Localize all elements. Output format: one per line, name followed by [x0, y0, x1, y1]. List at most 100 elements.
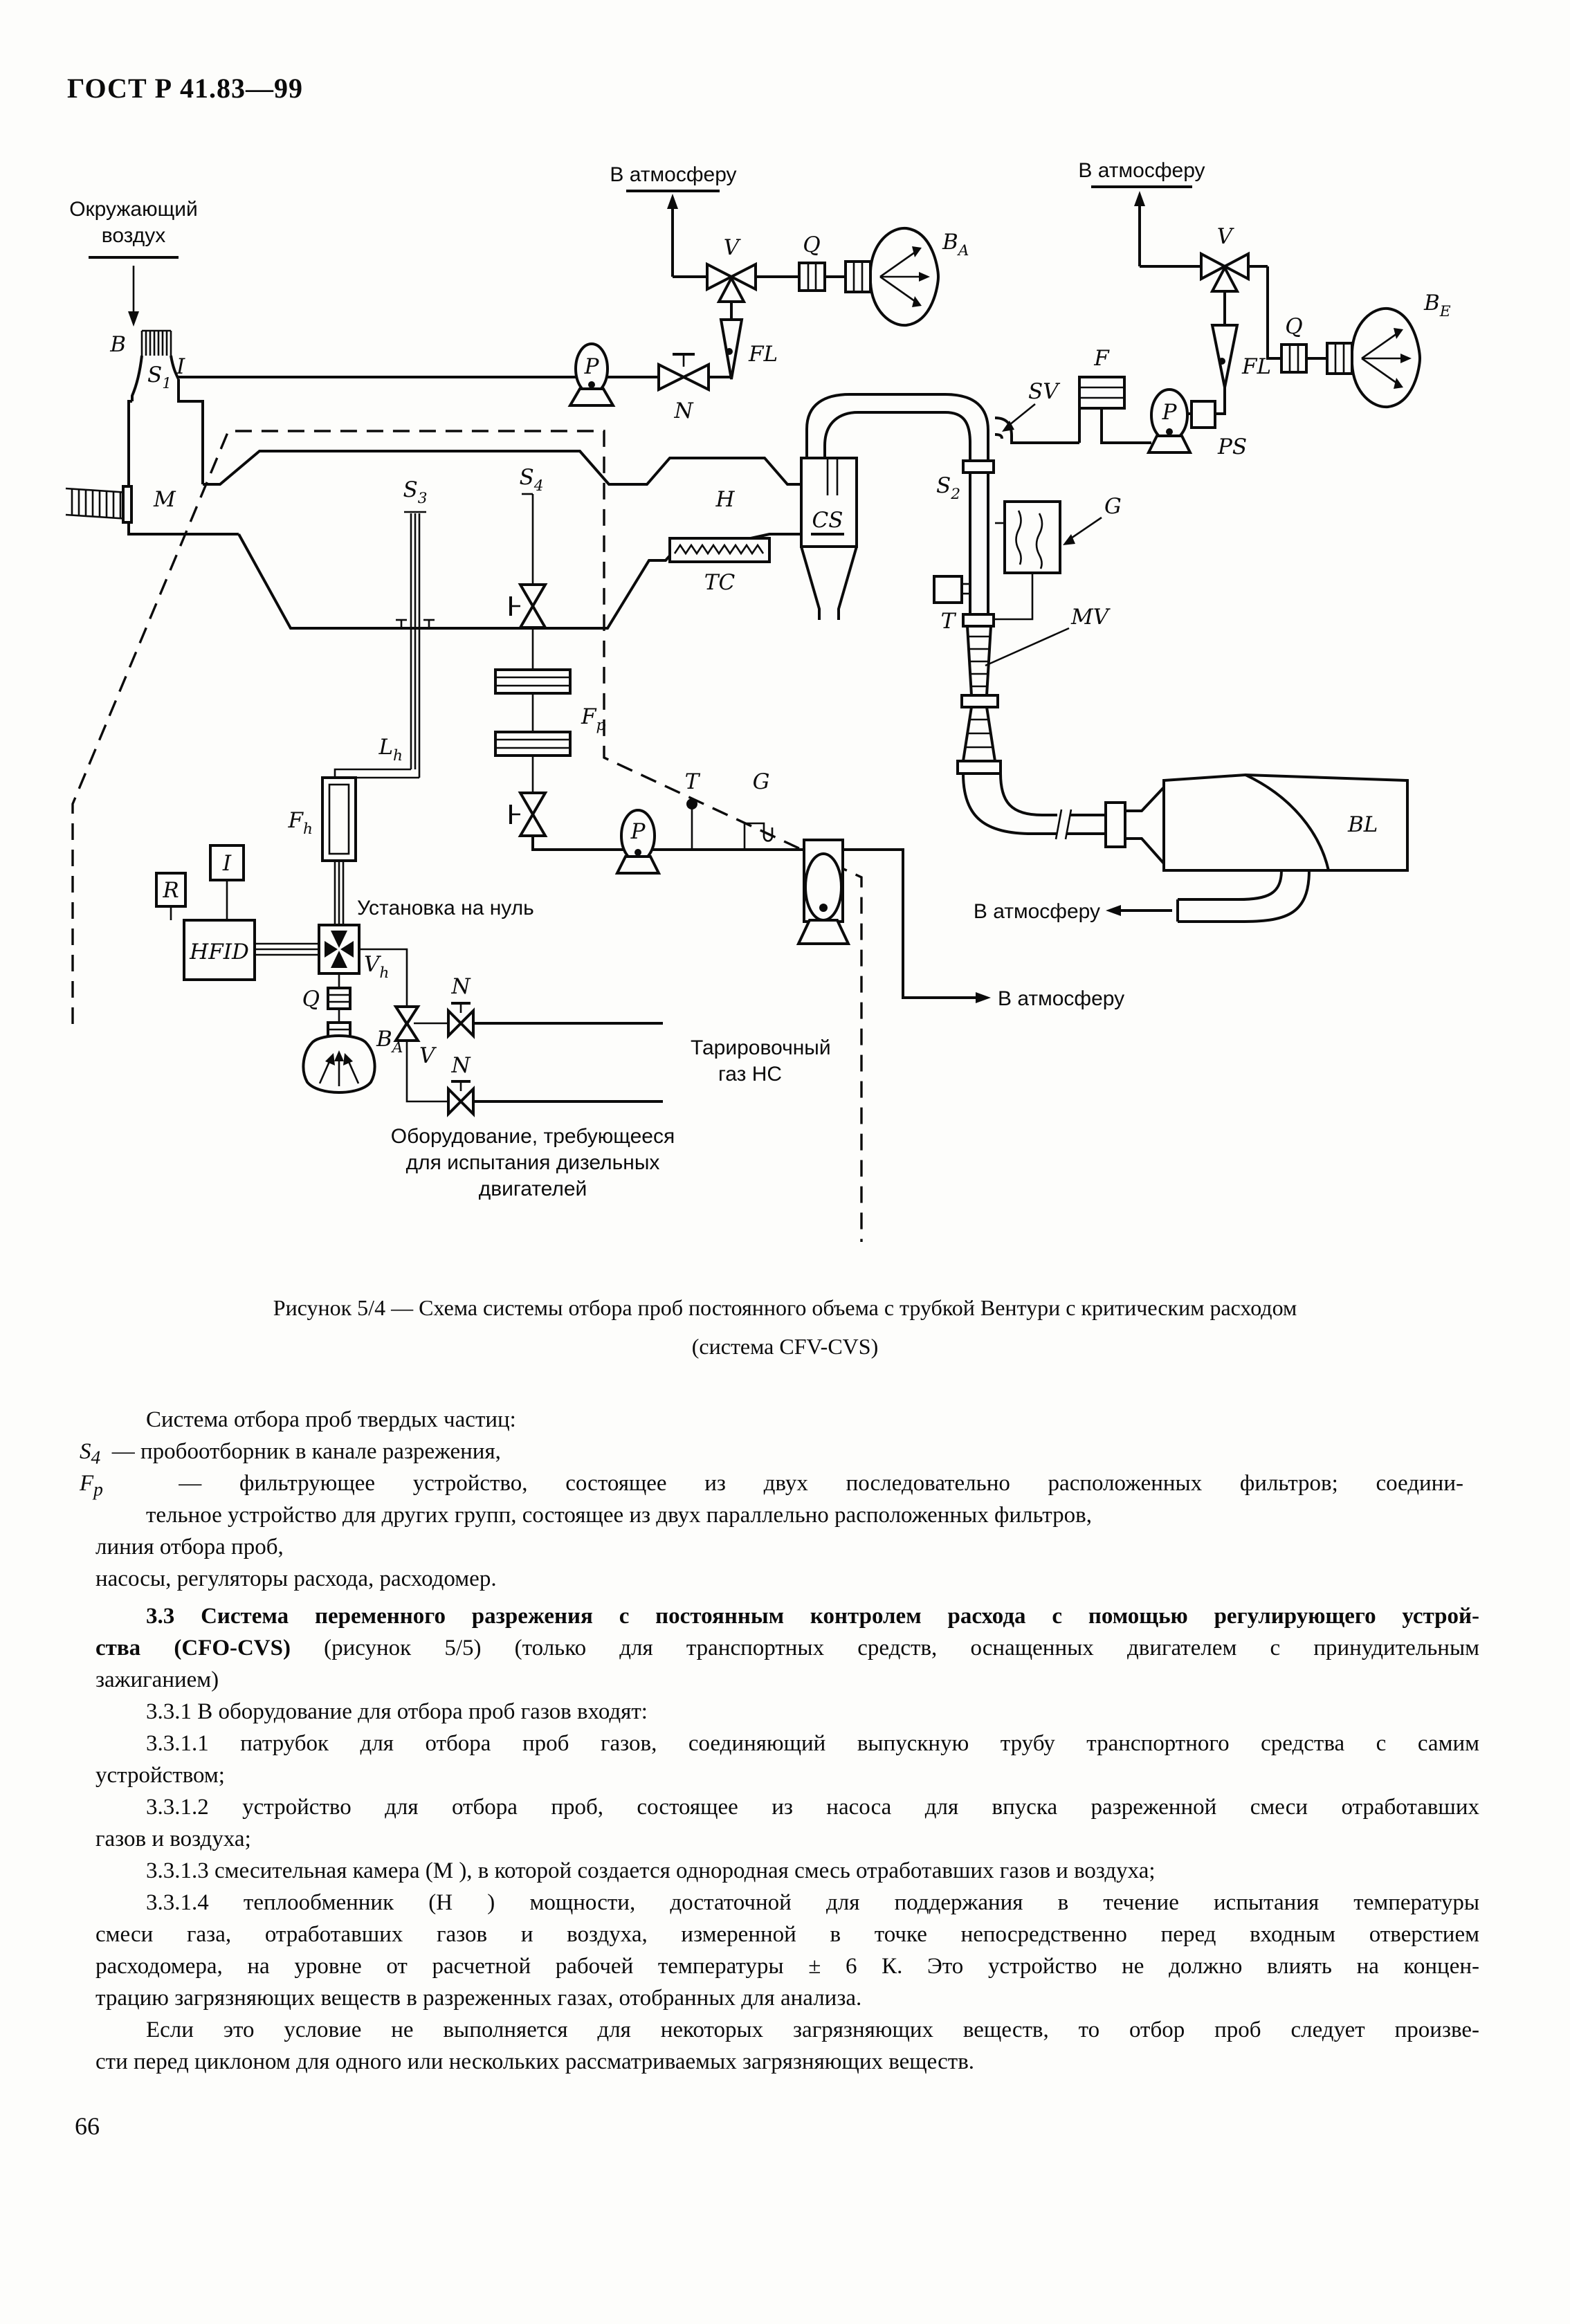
standard-number: ГОСТ Р 41.83—99	[67, 73, 304, 104]
label-Q2: Q	[1285, 314, 1302, 339]
label-S4: S4	[519, 465, 543, 495]
dilution-tunnel: H TC	[203, 450, 801, 630]
body-line: 3.3.1.4 теплообменник (Н ) мощности, дос…	[146, 1890, 1479, 1915]
filter-F	[1078, 376, 1126, 410]
label-B: B	[109, 332, 126, 357]
label-FL1: FL	[748, 342, 778, 367]
pipe-flange	[1104, 801, 1126, 848]
flowmeter-FL-right	[1210, 324, 1239, 388]
cyclone-CS	[800, 457, 858, 548]
dilution-air-branch: P N FL V	[179, 163, 969, 423]
body-line: трацию загрязняющих веществ в разреженны…	[95, 1986, 862, 2011]
label-H: H	[715, 487, 735, 512]
heated-filter-Fh	[321, 776, 357, 862]
body-line: зажиганием)	[95, 1667, 219, 1692]
ambient-air-label2: воздух	[102, 224, 166, 247]
bag-flow-arrows	[879, 246, 930, 307]
label-I: I	[176, 354, 185, 379]
label-N2: N	[450, 974, 471, 999]
valve-S4-upper	[509, 583, 548, 629]
flange-bottom	[962, 613, 995, 628]
label-M: M	[153, 487, 176, 512]
body-line: газов и воздуха;	[95, 1827, 251, 1851]
figure-caption: Рисунок 5/4 — Схема системы отбора проб …	[273, 1295, 1297, 1320]
svg-text:P: P	[1162, 400, 1178, 425]
figure-caption-2: (система CFV-CVS)	[691, 1334, 879, 1359]
filter-Fp-1	[494, 668, 572, 695]
mixing-chamber: M	[65, 379, 239, 536]
to-atmosphere-2: В атмосферу	[1078, 159, 1205, 182]
label-T1: T	[685, 769, 701, 794]
body-line: тельное устройство для других групп, сос…	[146, 1503, 1092, 1528]
to-atmosphere-1: В атмосферу	[610, 163, 736, 186]
body-line: Если это условие не выполняется для неко…	[146, 2018, 1479, 2042]
valve-N-cal-2: N	[447, 1053, 475, 1117]
sensor-T-dot	[686, 798, 697, 809]
body-line: Система отбора проб твердых частиц:	[146, 1407, 516, 1432]
label-S3: S3	[403, 477, 427, 507]
label-N3: N	[450, 1053, 471, 1078]
label-BL: BL	[1347, 812, 1378, 837]
venturi-MV: MV	[956, 605, 1111, 775]
body-line: ства (CFO-CVS) (рисунок 5/5) (только для…	[95, 1636, 1479, 1660]
body-line: смеси газа, отработавших газов и воздуха…	[95, 1922, 1479, 1947]
label-BA2: BA	[376, 1027, 403, 1056]
body-line: S4 — пробоотборник в канале разрежения,	[80, 1439, 501, 1468]
label-G2: G	[1104, 494, 1122, 519]
main-sample-pump	[796, 839, 851, 945]
tc-coil-box	[668, 537, 771, 563]
label-V2: V	[1217, 224, 1235, 249]
figure-5-4-schematic: Окружающий воздух B S1 I M	[65, 159, 1451, 1242]
body-line: Fp — фильтрующее устройство, состоящее и…	[80, 1471, 1463, 1500]
label-S1: S1	[147, 363, 172, 392]
label-Lh: Lh	[378, 735, 403, 765]
label-TC: TC	[704, 570, 736, 595]
body-line: 3.3.1 В оборудование для отбора проб газ…	[146, 1699, 648, 1724]
valve-N-top: N	[657, 353, 710, 423]
body-line: линия отбора проб,	[95, 1535, 284, 1559]
label-Fp: Fp	[581, 704, 606, 734]
zero-set-label: Установка на нуль	[357, 897, 534, 919]
body-line: 3.3.1.2 устройство для отбора проб, сост…	[146, 1795, 1479, 1820]
quick-coupling-Q1	[798, 262, 826, 292]
label-CS: CS	[812, 508, 843, 533]
hc-sampling-line: S3 Lh Fh Установка на нуль Vh	[155, 477, 831, 1117]
analyzer-HFID	[183, 919, 256, 981]
valve-V-top-left: V	[706, 235, 757, 303]
label-V1: V	[724, 235, 742, 260]
diesel-note-3: двигателей	[479, 1178, 587, 1200]
label-V3: V	[419, 1043, 437, 1068]
gauge-G-box	[1003, 500, 1061, 574]
inlet-filter-hatch	[140, 329, 172, 356]
label-S2: S2	[936, 473, 960, 503]
page-number: 66	[75, 2112, 100, 2140]
valve-V-cal	[393, 1005, 421, 1027]
dashed-boundary	[71, 430, 863, 1242]
label-BA1: BA	[942, 230, 969, 259]
label-N1: N	[673, 399, 694, 423]
sensor-T-right	[933, 575, 963, 604]
calibration-gas-label2: газ НС	[718, 1063, 782, 1086]
to-atmosphere-4: В атмосферу	[998, 987, 1124, 1010]
exhaust-sample-branch: В атмосферу V FL Q	[994, 159, 1451, 459]
valve-S4-lower	[509, 792, 548, 837]
svg-text:P: P	[584, 354, 600, 379]
ps-element	[1190, 400, 1216, 429]
valve-V-top-right: V	[1200, 224, 1250, 293]
svg-text:I: I	[222, 851, 232, 876]
calibration-gas-label: Тарировочный	[691, 1036, 831, 1059]
label-T2: T	[941, 609, 957, 634]
filter-Fp-2	[494, 731, 572, 757]
label-F: F	[1093, 346, 1110, 371]
particulate-sampling-line: S4 Fp	[494, 465, 1124, 1010]
label-Fh: Fh	[288, 808, 313, 838]
to-atmosphere-3: В атмосферу	[974, 900, 1100, 923]
diesel-note-2: для испытания дизельных	[406, 1151, 660, 1174]
svg-text:P: P	[630, 819, 646, 844]
label-Vh: Vh	[364, 952, 389, 982]
label-MV: MV	[1070, 605, 1111, 630]
body-line: 3.3.1.1 патрубок для отбора проб газов, …	[146, 1731, 1479, 1756]
label-G1: G	[753, 769, 770, 794]
flange-top	[962, 459, 995, 474]
label-FL2: FL	[1241, 354, 1271, 379]
